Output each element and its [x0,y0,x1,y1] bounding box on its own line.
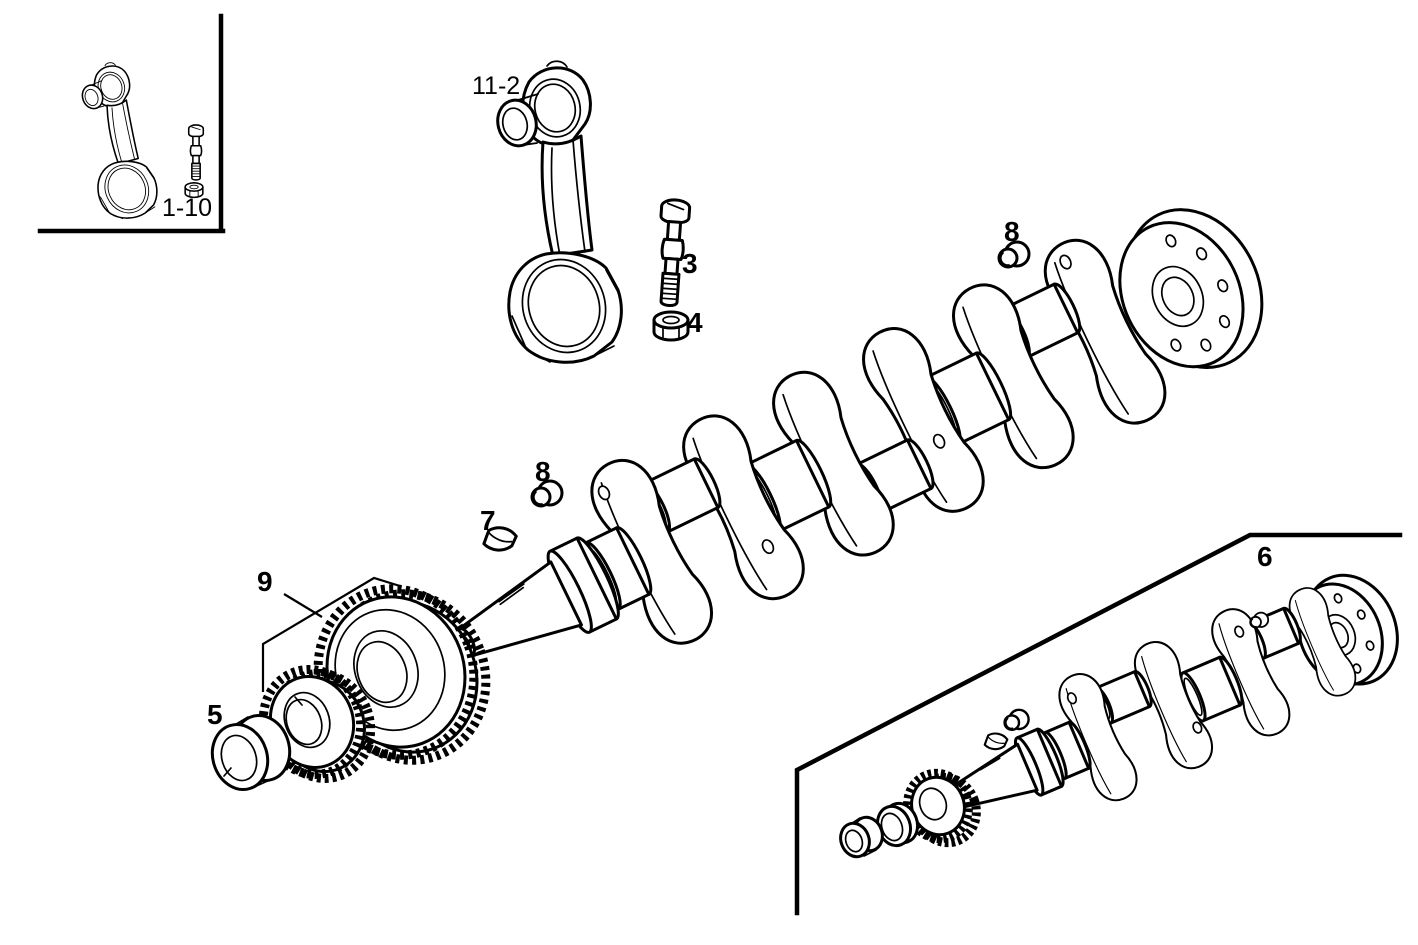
flange-bolt-hole [1356,609,1366,620]
crank-front-collar [546,536,620,634]
web-hole [597,485,611,501]
flange-bolt-hole [1365,640,1375,651]
web-hole [932,433,946,449]
flange-bolt-hole [1170,338,1182,352]
main-crankshaft [454,208,1264,658]
short-crank-web-3 [1204,601,1298,744]
gear-set: 9 5 [207,566,491,791]
short-crank-ring [875,801,920,848]
crank-web-6 [1032,228,1178,436]
callout-6: 6 [1257,541,1273,572]
short-crank-web-2 [1126,634,1221,776]
short-crank-plug [1003,708,1030,731]
main-crank-small-parts: 8 7 8 [480,216,1031,554]
group-box-border [794,532,1403,916]
flange-bolt-hole [1200,338,1212,352]
keyway-mark [498,583,525,606]
web-hole [1192,721,1203,734]
inset-rod-bolt [187,124,205,181]
flange-bolt-hole [1217,279,1229,293]
callout-4: 4 [687,307,703,338]
short-crankshaft-group: 6 [794,532,1403,916]
web-hole [761,539,775,555]
gear-set-leader [283,593,323,618]
gear-bore [353,629,419,709]
web-hole [1059,254,1072,270]
flange-center-bore [1160,276,1195,317]
gear-bore [918,787,948,821]
short-crank-key [983,731,1010,752]
inset-rod-assembly: 1-10 [37,13,226,234]
callout-3: 3 [682,248,698,279]
web-hole [1066,692,1078,705]
keyway-mark [979,757,1001,771]
flange-bolt-hole [1333,593,1343,604]
short-crank-rear-plug [1249,611,1270,629]
callout-11-2: 11-2 [472,72,520,100]
gear-bore [283,691,331,749]
connecting-rod [491,59,623,365]
inset-connecting-rod [75,58,161,224]
web-hole [1234,625,1245,638]
crank-rear-flange [1118,208,1264,369]
callout-9: 9 [257,566,273,597]
flange-bolt-hole [1218,314,1231,329]
short-crank-bushing [839,815,884,859]
callout-7: 7 [480,505,496,536]
flange-bolt-hole [1195,247,1208,261]
short-crankshaft [946,573,1399,810]
crank-web-4 [850,316,996,524]
bushing [210,714,292,791]
keyway-notch [294,696,303,706]
callout-8-front: 8 [535,456,551,487]
gear-set-bracket [261,576,401,692]
short-crank-web-1 [1051,666,1145,808]
connecting-rod-assembly: 11-2 3 4 [472,59,703,365]
large-timing-gear [313,584,491,765]
short-crank-journal-2 [1179,655,1244,723]
callout-8-rear: 8 [1004,216,1020,247]
rod-nut [652,310,690,342]
crank-web-2 [670,404,816,611]
flange-bolt-hole [1165,234,1177,248]
inset-box-border [37,13,226,234]
crank-web-1 [579,448,725,656]
callout-5: 5 [207,699,223,730]
callout-1-10: 1-10 [162,194,212,222]
